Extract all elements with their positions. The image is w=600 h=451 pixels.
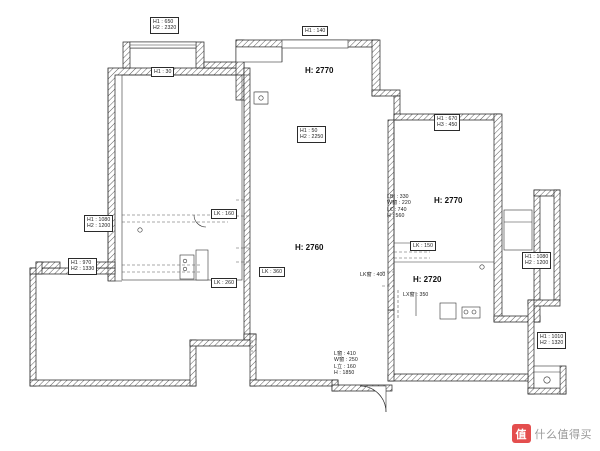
- dimension-label-top-left: H1 : 650 H2 : 2320: [150, 17, 180, 34]
- dimension-label-top-mid: H1 : 140: [302, 26, 329, 37]
- dimension-label-door-lk360: LK : 360: [259, 267, 286, 278]
- dashed-guides: [122, 199, 430, 352]
- dimension-label-door-lk160: LK : 160: [211, 209, 238, 220]
- exterior-accents: [29, 68, 122, 386]
- dimension-label-left-upper: H1 : 30: [151, 67, 175, 78]
- dimension-label-lxb350: LX窗 : 350: [403, 292, 429, 298]
- dimension-label-door-lk260: LK : 260: [211, 278, 238, 289]
- watermark-text: 什么值得买: [534, 428, 592, 441]
- room-label-main-hall: H: 2760: [295, 243, 324, 252]
- dimension-label-center-upper: H1 : 50 H2 : 2250: [297, 126, 327, 143]
- interior-thin-lines: [121, 39, 561, 389]
- dimension-label-left-lower: H1 : 970 H2 : 1330: [68, 258, 98, 275]
- dimension-label-bottom-window: L窗 : 410 W窗 : 250 L立 : 160 H : 1850: [334, 351, 358, 377]
- dimension-label-left-mid: H1 : 1080 H2 : 1200: [84, 215, 114, 232]
- dimension-label-right-low: H1 : 1010 H2 : 1320: [537, 332, 567, 349]
- room-label-bedroom-right: H: 2770: [434, 196, 463, 205]
- dimension-label-right-mid: H1 : 1080 H2 : 1200: [522, 252, 552, 269]
- dimension-label-lkw400: LK窗 : 400: [360, 272, 386, 278]
- dimension-label-right-upper: H1 : 670 H3 : 450: [434, 114, 461, 131]
- watermark: 值 什么值得买: [511, 424, 593, 443]
- door-swing-arcs: [193, 214, 387, 413]
- room-label-living: H: 2770: [305, 66, 334, 75]
- watermark-badge: 值: [511, 424, 531, 443]
- room-label-bath-right: H: 2720: [413, 275, 442, 284]
- dimension-label-door-lk150: LK : 150: [410, 241, 437, 252]
- dimension-label-window-center: LB] : 330 W窗 : 220 L€ : 740 H : 560: [387, 194, 411, 220]
